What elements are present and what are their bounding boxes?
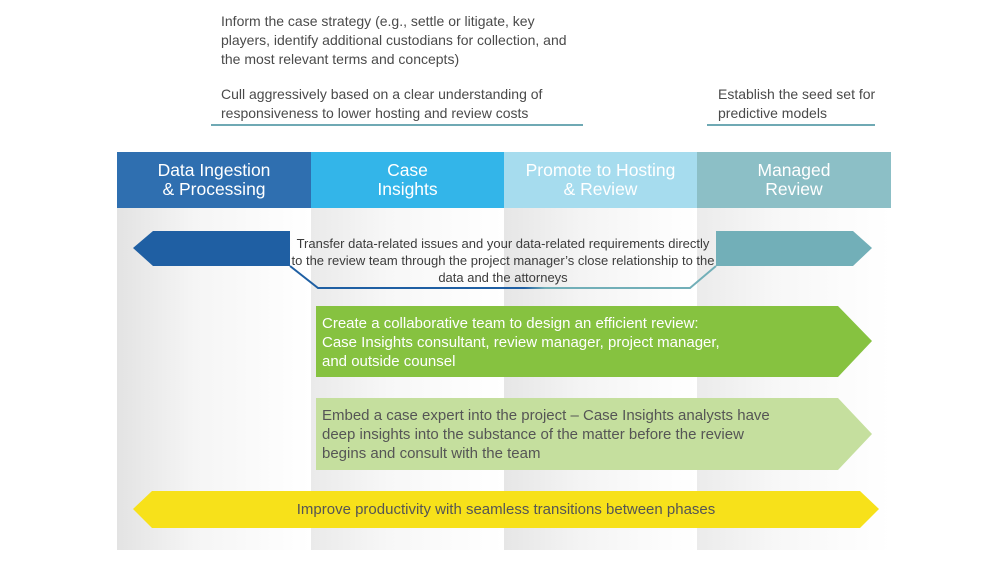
transfer-left-arrow <box>133 231 290 266</box>
transfer-right-arrow <box>716 231 872 266</box>
embed-chevron <box>316 398 872 470</box>
improve-text: Improve productivity with seamless trans… <box>296 501 716 518</box>
phase-promote-hosting: Promote to Hosting & Review <box>504 152 697 208</box>
case-insights-bracket-line <box>211 124 583 126</box>
collaborative-text: Create a collaborative team to design an… <box>322 315 720 370</box>
phase-managed-review: Managed Review <box>697 152 891 208</box>
transfer-text: Transfer data-related issues and your da… <box>291 236 715 285</box>
cull-note: Cull aggressively based on a clear under… <box>221 86 543 121</box>
embed-text: Embed a case expert into the project – C… <box>322 407 770 462</box>
improve-double-arrow <box>133 491 879 528</box>
collaborative-chevron <box>316 306 872 377</box>
transfer-underline <box>289 265 717 289</box>
managed-review-bracket-line <box>707 124 875 126</box>
seed-set-note: Establish the seed set for predictive mo… <box>718 86 876 121</box>
case-strategy-note: Inform the case strategy (e.g., settle o… <box>221 13 567 67</box>
phase-case-insights: Case Insights <box>311 152 504 208</box>
phase-data-ingestion: Data Ingestion & Processing <box>117 152 311 208</box>
